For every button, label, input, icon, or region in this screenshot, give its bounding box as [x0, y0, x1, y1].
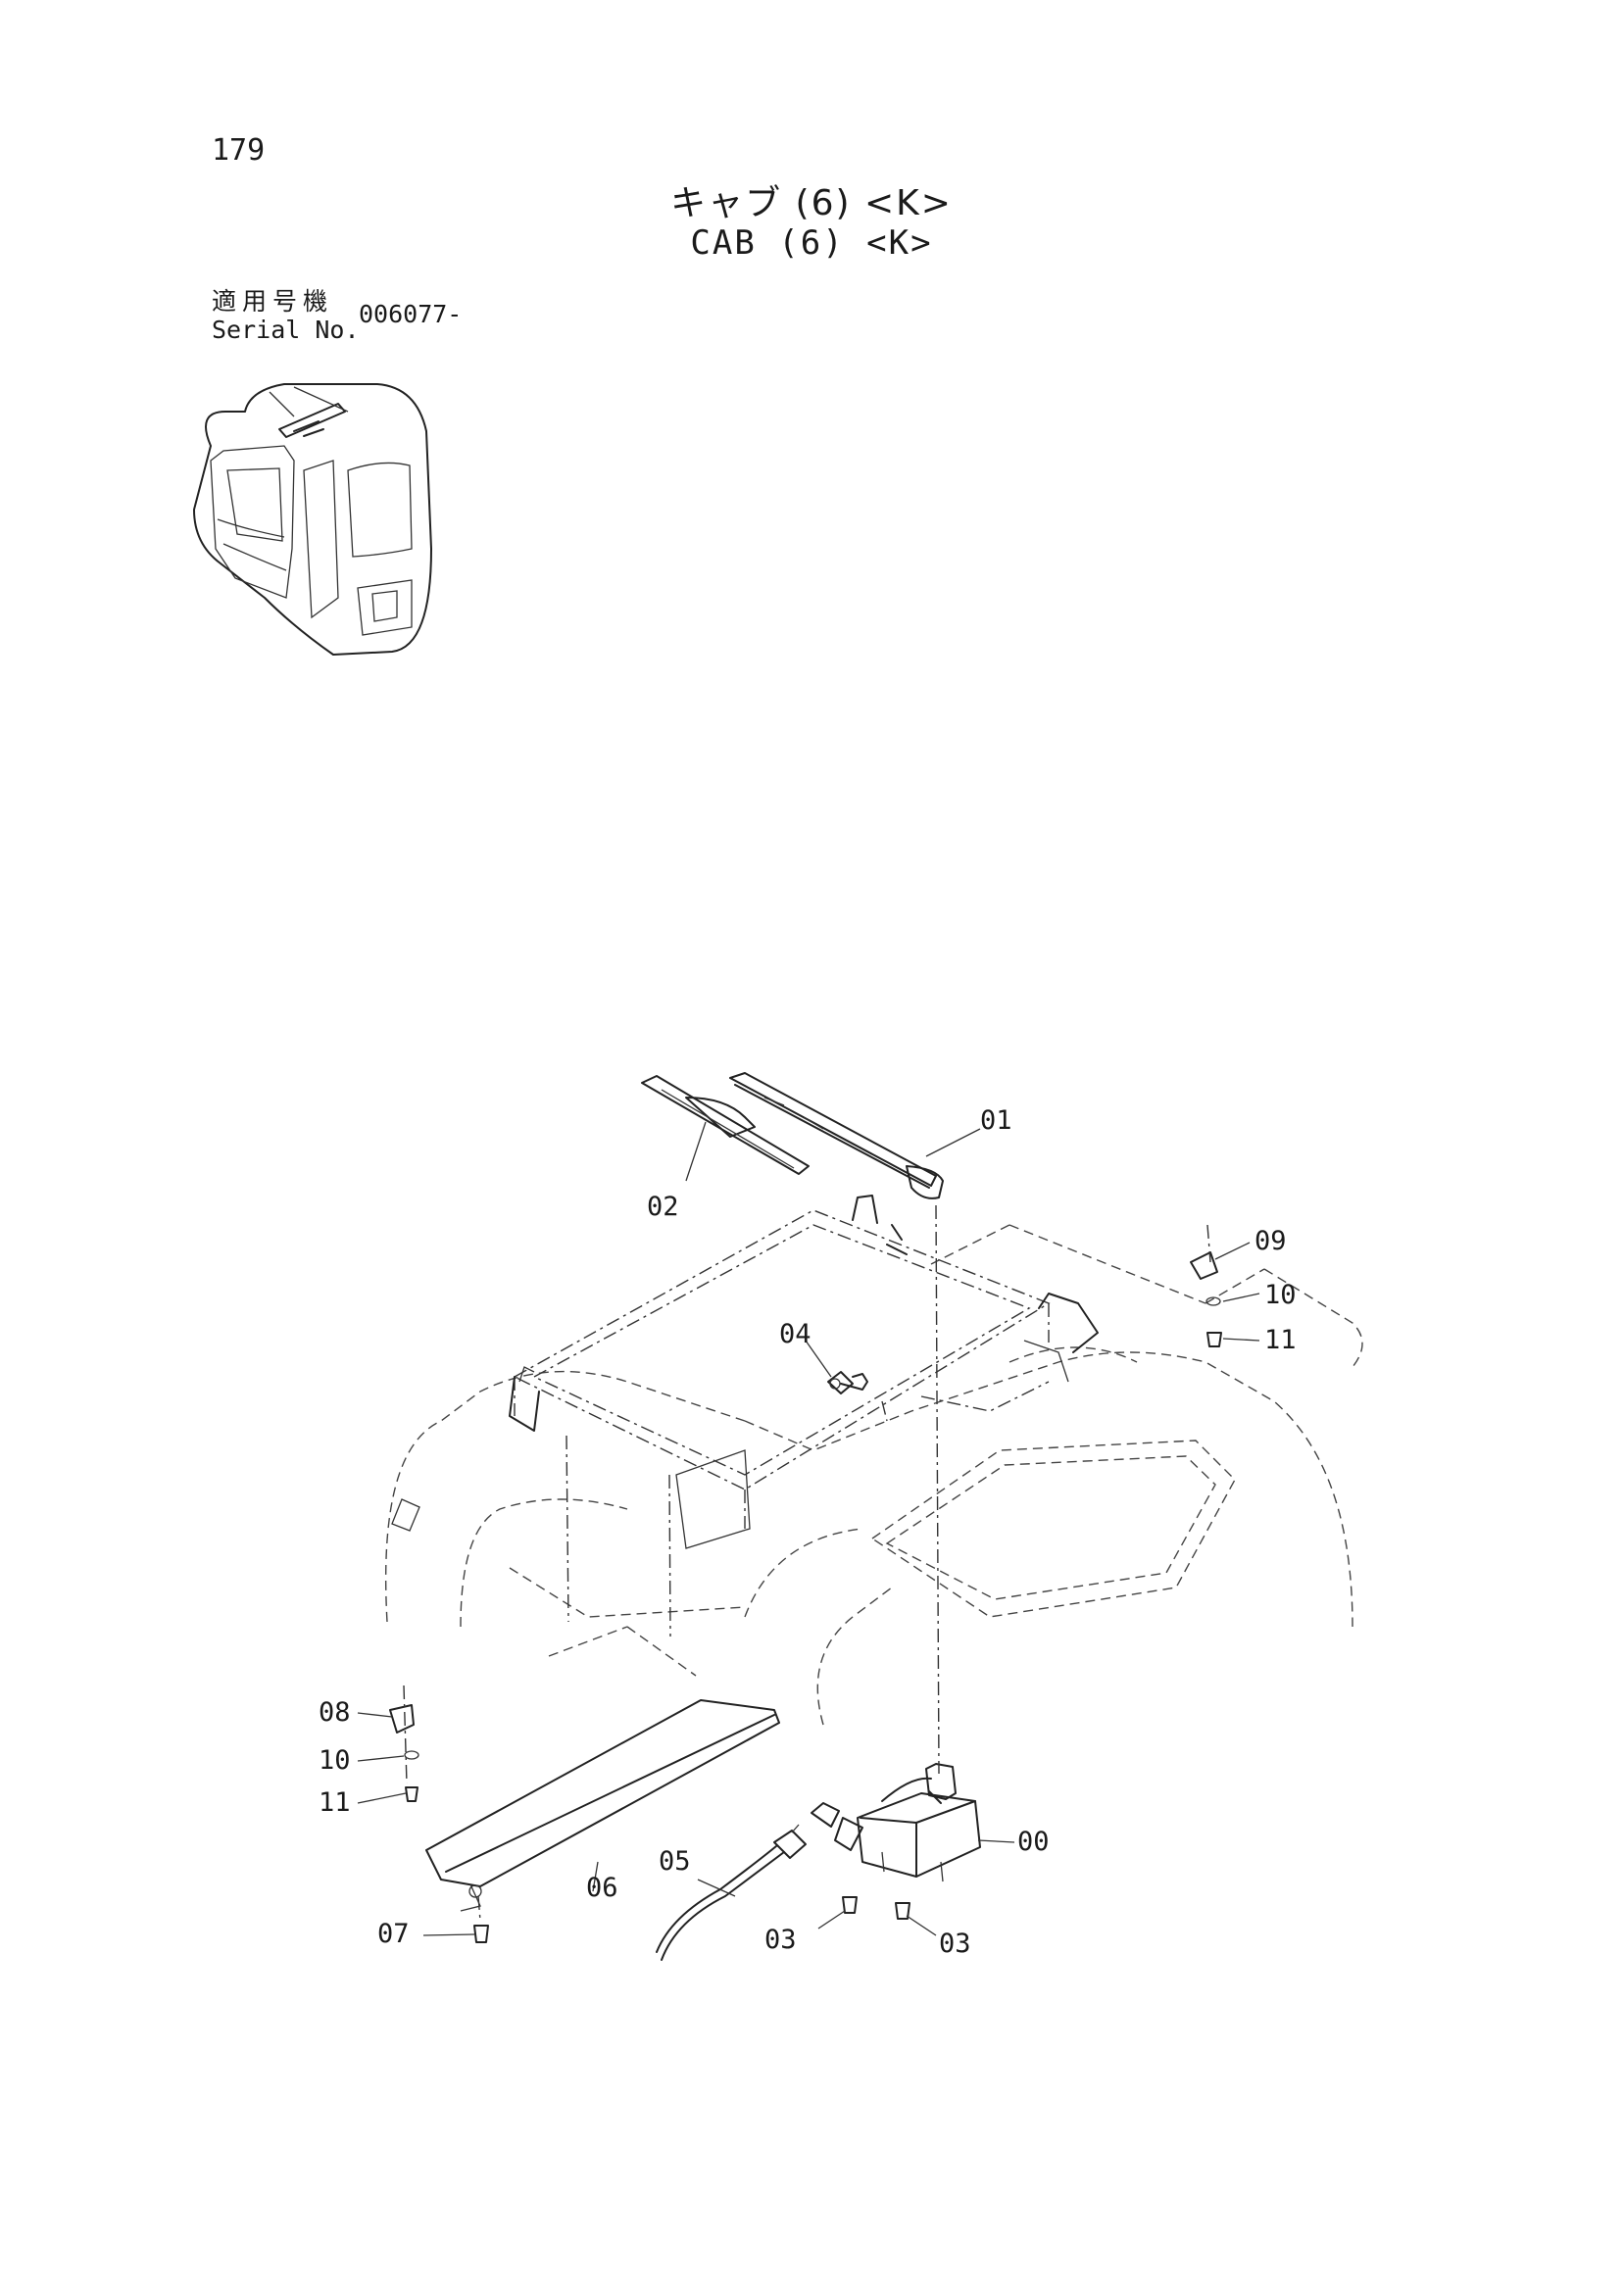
- callout-03-left: 03: [764, 1925, 797, 1955]
- wiper-blade: [641, 1075, 810, 1175]
- serial-number-value: 006077-: [359, 300, 463, 328]
- wiper-motor: [811, 1763, 981, 1882]
- callout-07: 07: [377, 1919, 410, 1949]
- washer-nozzle: [827, 1371, 868, 1394]
- callout-01: 01: [980, 1105, 1012, 1136]
- cab-roof-outline: [384, 1224, 1363, 1726]
- wiper-arm: [729, 1072, 944, 1199]
- bracket-left: [389, 1704, 415, 1734]
- callout-03-right: 03: [939, 1929, 971, 1959]
- callout-labels: 01 02 04 09 10 11 08 10 11 07 06 05 03 0…: [319, 1105, 1297, 1959]
- cab-thumbnail: [193, 383, 432, 656]
- alignment-lines: [403, 1204, 1211, 1922]
- leader-lines: [357, 1121, 1260, 1936]
- callout-06: 06: [586, 1873, 618, 1903]
- callout-00: 00: [1017, 1827, 1050, 1857]
- callout-05: 05: [659, 1846, 691, 1877]
- wiper-motor-cover: [425, 1699, 780, 1912]
- callout-10-right: 10: [1264, 1280, 1297, 1310]
- page-number: 179: [212, 133, 266, 168]
- callout-11-right: 11: [1264, 1325, 1297, 1355]
- hardware: [404, 1296, 1222, 1943]
- roof-panel-frame: [509, 1195, 1099, 1549]
- page-title-japanese: キャブ (6) <K>: [670, 183, 953, 223]
- callout-02: 02: [647, 1192, 679, 1222]
- callout-09: 09: [1254, 1226, 1287, 1256]
- page-title: CAB (6) <K>: [690, 223, 933, 263]
- serial-label: Serial No.: [212, 316, 360, 344]
- callout-04: 04: [779, 1319, 812, 1349]
- callout-10-left: 10: [319, 1745, 351, 1776]
- serial-label-japanese: 適用号機: [212, 287, 334, 316]
- callout-11-left: 11: [319, 1787, 351, 1818]
- bracket-right: [1190, 1251, 1218, 1280]
- callout-08: 08: [319, 1697, 351, 1728]
